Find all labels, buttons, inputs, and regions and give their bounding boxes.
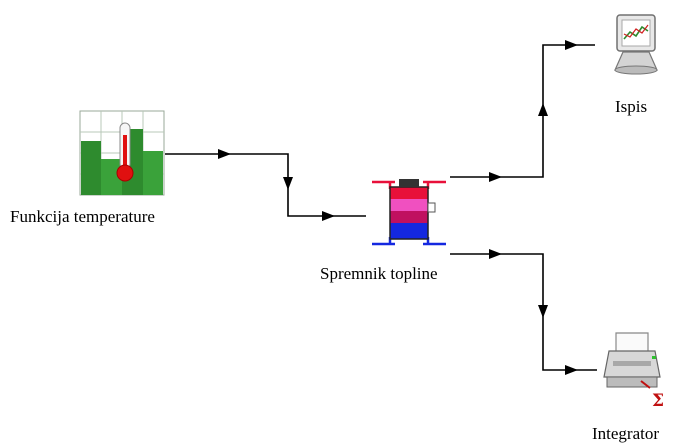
node-label-temperature-function[interactable]: Funkcija temperature bbox=[10, 207, 155, 226]
connector-storage-to-output[interactable] bbox=[450, 40, 595, 182]
printer-sigma-icon[interactable]: Σ bbox=[603, 332, 664, 411]
node-label-heat-storage[interactable]: Spremnik topline bbox=[320, 264, 438, 283]
arrow-marker bbox=[218, 149, 231, 159]
arrow-marker bbox=[538, 103, 548, 116]
node-label-integrator[interactable]: Integrator bbox=[592, 424, 660, 443]
monitor-graph-icon[interactable] bbox=[614, 14, 658, 75]
arrow-marker bbox=[322, 211, 335, 221]
arrow-marker bbox=[489, 172, 502, 182]
arrow-marker bbox=[283, 177, 293, 190]
heat-storage-tank-icon[interactable] bbox=[372, 179, 446, 246]
connector-temperature-to-storage[interactable] bbox=[165, 149, 366, 221]
arrow-marker bbox=[565, 40, 578, 50]
arrow-marker bbox=[538, 305, 548, 318]
thermometer-chart-icon[interactable] bbox=[79, 110, 165, 196]
connector-storage-to-integrator[interactable] bbox=[450, 249, 597, 375]
node-label-output-display[interactable]: Ispis bbox=[615, 97, 648, 116]
arrow-marker bbox=[565, 365, 578, 375]
sigma-icon: Σ bbox=[652, 391, 664, 411]
arrow-marker bbox=[489, 249, 502, 259]
